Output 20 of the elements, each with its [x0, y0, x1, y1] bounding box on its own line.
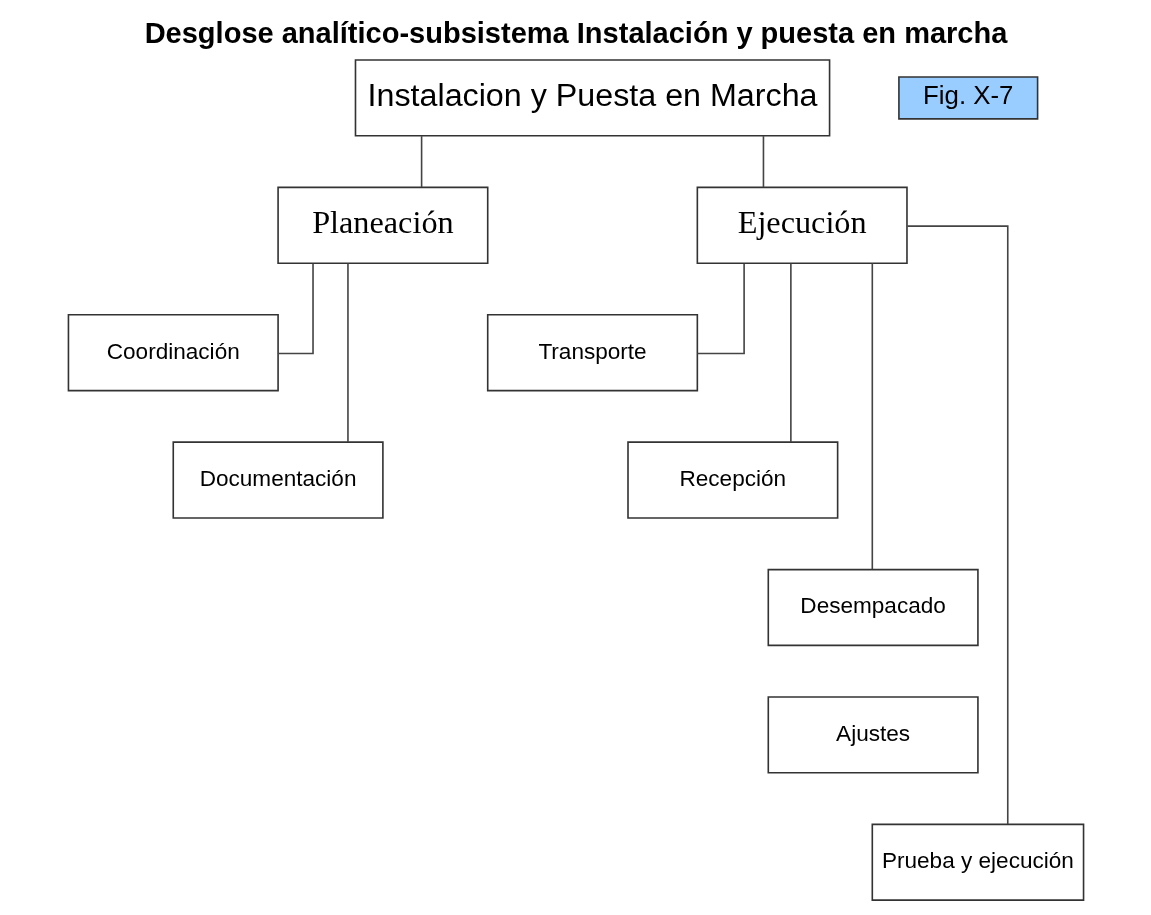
node-box: Transporte: [486, 314, 698, 392]
connector: [906, 225, 1009, 825]
connector: [871, 262, 873, 570]
node-box: Ajustes: [767, 696, 979, 774]
connector: [346, 262, 349, 443]
node-box: Desempacado: [767, 568, 979, 647]
node-box: Instalacion y Puesta en Marcha: [354, 59, 830, 137]
connector: [277, 262, 314, 355]
diagram-title: Desglose analítico-subsistema Instalación y puesta en marcha: [144, 16, 1007, 49]
connector: [762, 135, 764, 188]
node-box: Recepción: [626, 441, 838, 519]
node-box: Prueba y ejecución: [871, 823, 1084, 901]
node-box: Ejecución: [696, 186, 908, 264]
node-box: Planeación: [276, 186, 488, 264]
connector: [696, 262, 745, 355]
connector: [789, 262, 792, 443]
node-box: Documentación: [171, 441, 384, 519]
node-box: Coordinación: [67, 314, 279, 392]
label: Fig. X-7: [922, 81, 1013, 110]
connector: [420, 135, 422, 188]
